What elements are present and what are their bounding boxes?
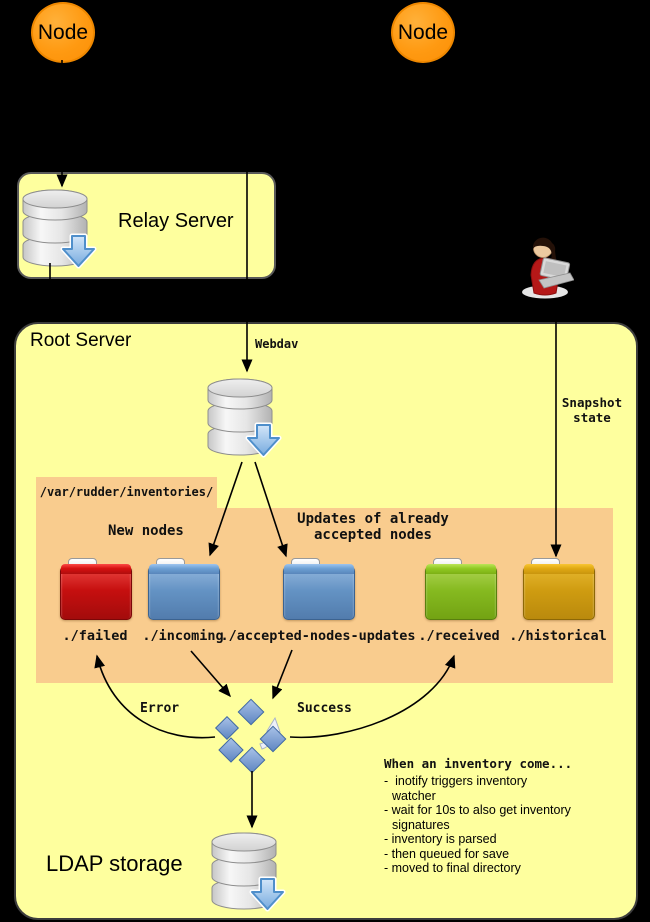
inventory-notes: When an inventory come... - inotify trig… <box>384 756 574 876</box>
updates-label-line2: accepted nodes <box>313 526 432 543</box>
inventories-path-label: /var/rudder/inventories/ <box>36 477 217 508</box>
new-nodes-label: New nodes <box>108 523 184 539</box>
webdav-label: Webdav <box>255 337 299 351</box>
snapshot-state-line1: Snapshot <box>561 395 623 410</box>
success-label: Success <box>297 701 352 716</box>
webdav-database-icon <box>207 378 282 458</box>
note-item: - then queued for save <box>384 846 510 861</box>
notes-title: When an inventory come... <box>384 756 573 771</box>
node-right: Node <box>391 2 455 63</box>
note-item: - moved to final directory <box>384 861 521 875</box>
folder-failed-label: ./failed <box>62 628 128 644</box>
note-item: - inventory is parsed <box>384 832 497 846</box>
folder-incoming-icon <box>148 558 220 620</box>
folder-failed-icon <box>60 558 132 620</box>
folder-received-label: ./received <box>418 628 500 644</box>
ldap-storage-label: LDAP storage <box>46 851 183 876</box>
note-item: - inotify triggers inventory watcher <box>384 774 531 803</box>
node-left: Node <box>31 2 95 63</box>
relay-database-icon <box>22 189 97 269</box>
note-item: - wait for 10s to also get inventory sig… <box>384 803 575 832</box>
folder-accepted-nodes-updates-label: ./accepted-nodes-updates <box>220 628 416 644</box>
node-right-label: Node <box>397 20 449 44</box>
error-label: Error <box>140 701 180 716</box>
folder-historical-icon <box>523 558 595 620</box>
admin-user-icon <box>522 237 574 299</box>
snapshot-state-label: Snapshot state <box>556 395 628 425</box>
root-server-title: Root Server <box>30 330 132 351</box>
ldap-database-icon <box>211 832 286 912</box>
folder-incoming-label: ./incoming <box>142 628 224 644</box>
updates-label: Updates of already accepted nodes <box>278 511 468 543</box>
relay-server-title: Relay Server <box>118 210 234 232</box>
inventory-processor-icon <box>214 698 287 773</box>
updates-label-line1: Updates of already <box>297 511 449 527</box>
folder-historical-label: ./historical <box>509 628 607 644</box>
snapshot-state-line2: state <box>573 409 611 425</box>
node-left-label: Node <box>37 20 89 44</box>
folder-accepted-nodes-updates-icon <box>283 558 355 620</box>
folder-received-icon <box>425 558 497 620</box>
